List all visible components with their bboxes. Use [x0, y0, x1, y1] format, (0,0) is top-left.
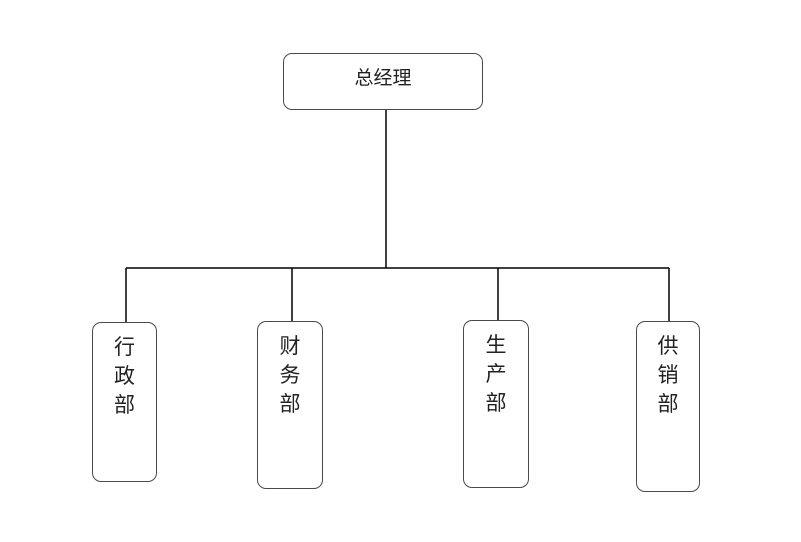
general-manager-node: 总经理 [283, 53, 483, 110]
dept-label-char: 部 [657, 392, 679, 416]
dept-label-char: 产 [485, 362, 507, 386]
dept-label-char: 销 [657, 363, 679, 387]
dept-label-char: 政 [114, 364, 135, 388]
dept-label-char: 部 [114, 393, 135, 417]
dept-node-sales-supply: 供 销 部 [636, 321, 700, 492]
dept-label-char: 务 [279, 363, 301, 387]
dept-node-production: 生 产 部 [463, 320, 529, 488]
dept-label-char: 部 [279, 392, 301, 416]
dept-label-char: 生 [485, 333, 507, 357]
dept-label-char: 行 [114, 335, 135, 359]
dept-label-char: 供 [657, 334, 679, 358]
dept-label-char: 部 [485, 391, 507, 415]
dept-label-char: 财 [279, 334, 301, 358]
dept-node-finance: 财 务 部 [257, 321, 323, 489]
dept-node-administration: 行 政 部 [92, 322, 157, 482]
